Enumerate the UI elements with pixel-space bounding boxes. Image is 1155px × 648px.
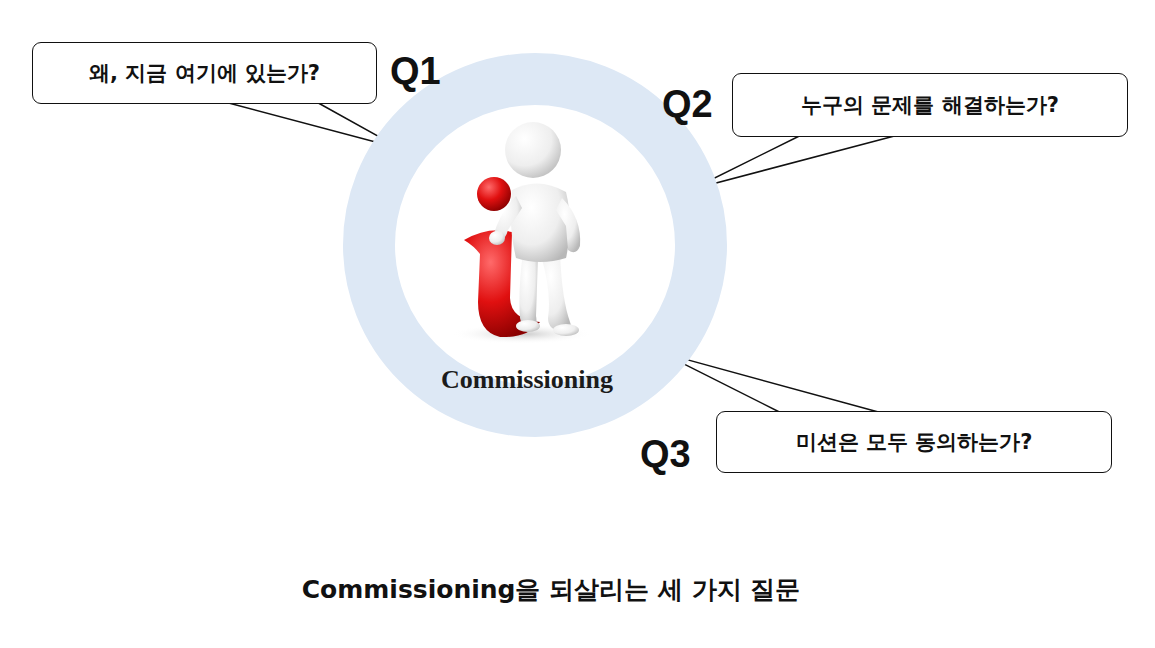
- callout-tail: [661, 353, 878, 412]
- question-text: 왜, 지금 여기에 있는가?: [89, 59, 320, 87]
- callout-bubble: 미션은 모두 동의하는가?: [716, 411, 1112, 473]
- i-dot: [477, 177, 511, 211]
- question-text: 미션은 모두 동의하는가?: [796, 428, 1033, 456]
- callout-bubble: 누구의 문제를 해결하는가?: [732, 73, 1128, 137]
- question-text: 누구의 문제를 해결하는가?: [801, 91, 1059, 119]
- callout-number: Q1: [390, 52, 441, 90]
- callout-number: Q3: [640, 435, 691, 473]
- ring: [369, 79, 701, 411]
- callout-bubble: 왜, 지금 여기에 있는가?: [32, 42, 377, 104]
- caption: Commissioning을 되살리는 세 가지 질문: [302, 573, 801, 606]
- callout-number: Q2: [662, 85, 713, 123]
- center-title: Commissioning: [441, 365, 613, 395]
- callout-tail: [691, 136, 894, 189]
- figure: [489, 122, 580, 336]
